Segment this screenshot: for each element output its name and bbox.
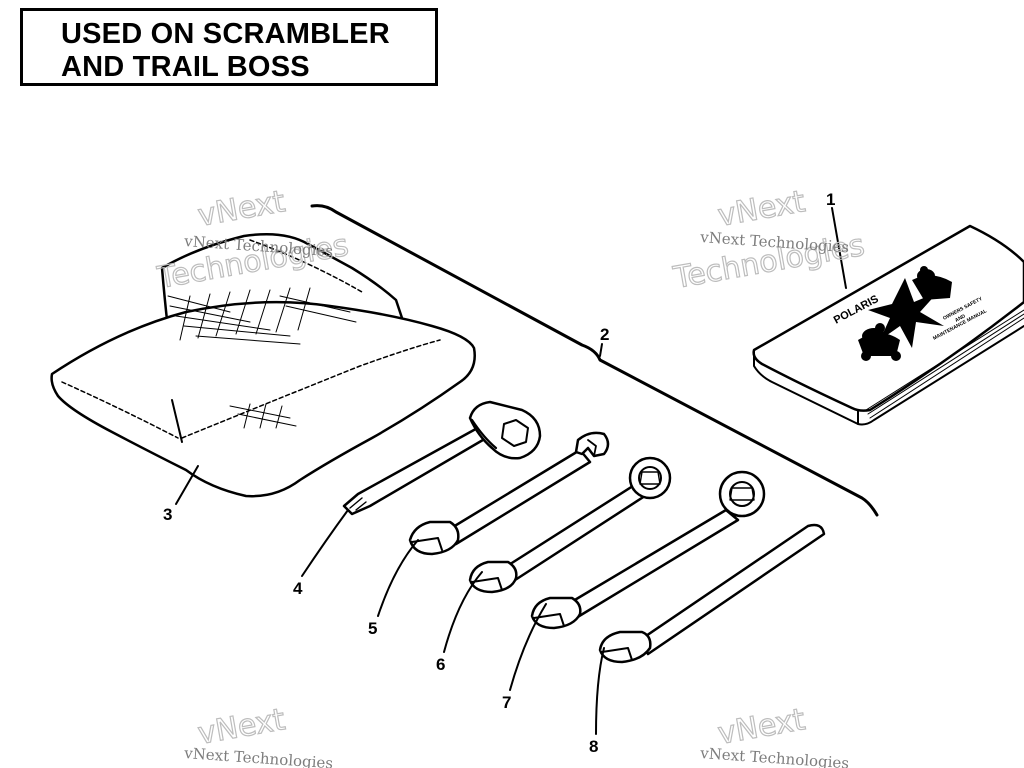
owners-manual: POLARIS OWNERS SAFETY AND MAINTENANCE MA…: [752, 224, 1024, 426]
callout-5: 5: [368, 619, 377, 638]
title-line-2: AND TRAIL BOSS: [61, 51, 310, 83]
callout-6: 6: [436, 655, 445, 674]
star-emblem: [868, 278, 944, 348]
callout-4: 4: [293, 579, 303, 598]
callout-3: 3: [163, 505, 172, 524]
callout-8: 8: [589, 737, 598, 756]
watermark-top-left-a: vNext: [195, 184, 288, 234]
combination-wrench-5: [408, 431, 610, 556]
title-line-1: USED ON SCRAMBLER: [61, 18, 390, 50]
leader-lines: [175, 207, 847, 735]
combination-wrench-7: [530, 470, 766, 630]
open-end-wrench-8: [598, 523, 826, 664]
socket-wrench: [342, 400, 542, 516]
watermark-top-right-a: vNext: [715, 184, 808, 234]
combination-wrench-6: [468, 456, 672, 594]
bracket-line: [310, 204, 879, 517]
watermark: vNext Technologies vNext Technologies vN…: [154, 184, 868, 768]
callout-2: 2: [600, 325, 609, 344]
callout-7: 7: [502, 693, 511, 712]
manual-title-2: AND: [954, 313, 967, 324]
watermark-small-bottom-right: vNext Technologies: [699, 744, 850, 768]
callout-1: 1: [826, 190, 835, 209]
watermark-small-bottom-left: vNext Technologies: [183, 744, 334, 768]
watermark-bottom-left-a: vNext: [195, 702, 288, 752]
tool-pouch: [50, 232, 476, 498]
watermark-bottom-right-a: vNext: [715, 702, 808, 752]
rider-silhouettes: [858, 266, 952, 361]
pouch-texture: [167, 287, 357, 429]
title-box: USED ON SCRAMBLER AND TRAIL BOSS: [20, 8, 438, 86]
